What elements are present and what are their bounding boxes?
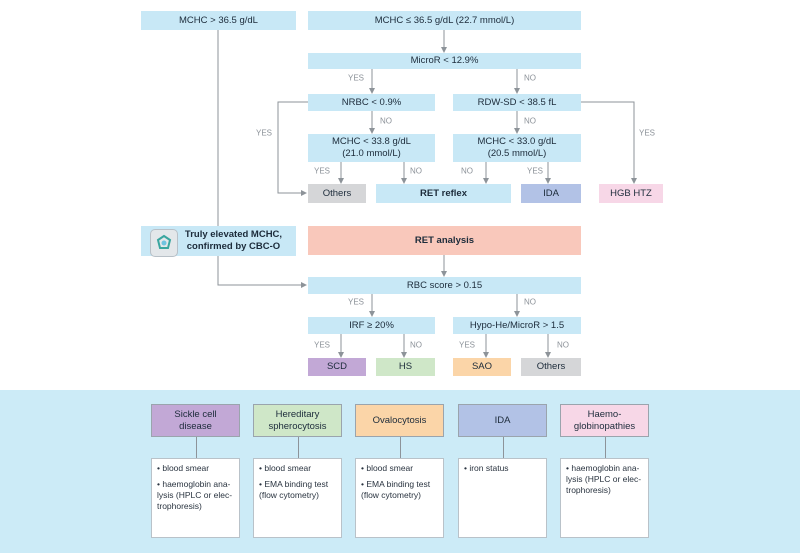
category-connector bbox=[502, 437, 504, 458]
category-header: Haemo- globinopathies bbox=[560, 404, 649, 437]
node-hgb-htz-label: HGB HTZ bbox=[610, 187, 652, 199]
node-ret-analysis-label: RET analysis bbox=[414, 234, 475, 246]
node-ida: IDA bbox=[521, 184, 581, 203]
node-rbc-score: RBC score > 0.15 bbox=[308, 277, 581, 294]
category-header: Ovalocytosis bbox=[355, 404, 444, 437]
label-no-irf: NO bbox=[410, 340, 422, 350]
category-tests: • haemoglobin ana- lysis (HPLC or elec- … bbox=[560, 458, 649, 538]
label-no-rdwsd: NO bbox=[524, 116, 536, 126]
node-scd-label: SCD bbox=[326, 361, 348, 372]
node-mchc-338: MCHC < 33.8 g/dL (21.0 mmol/L) bbox=[308, 134, 435, 162]
cbco-icon bbox=[150, 229, 178, 257]
node-micror-label: MicroR < 12.9% bbox=[410, 55, 479, 66]
node-mchc-high-label: MCHC > 36.5 g/dL bbox=[179, 14, 258, 26]
label-yes-hypo: YES bbox=[458, 340, 476, 350]
label-no-hypo: NO bbox=[557, 340, 569, 350]
node-nrbc-label: NRBC < 0.9% bbox=[341, 96, 402, 108]
node-others-1: Others bbox=[308, 184, 366, 203]
node-mchc-330-label: MCHC < 33.0 g/dL (20.5 mmol/L) bbox=[477, 136, 557, 159]
category-header: Sickle cell disease bbox=[151, 404, 240, 437]
node-hgb-htz: HGB HTZ bbox=[599, 184, 663, 203]
category-connector bbox=[399, 437, 401, 458]
node-mchc-high: MCHC > 36.5 g/dL bbox=[141, 11, 296, 30]
node-ida-label: IDA bbox=[543, 187, 559, 199]
label-yes-mchc338: YES bbox=[313, 166, 331, 176]
category-connector bbox=[604, 437, 606, 458]
label-yes-nrbc: YES bbox=[255, 128, 273, 138]
node-scd: SCD bbox=[308, 358, 366, 376]
category-tests: • blood smear • haemoglobin ana- lysis (H… bbox=[151, 458, 240, 538]
category-connector bbox=[297, 437, 299, 458]
node-hs-label: HS bbox=[398, 361, 413, 372]
node-irf: IRF ≥ 20% bbox=[308, 317, 435, 334]
node-ret-reflex-label: RET reflex bbox=[420, 187, 467, 199]
node-mchc-338-label: MCHC < 33.8 g/dL (21.0 mmol/L) bbox=[332, 136, 411, 159]
node-ret-reflex: RET reflex bbox=[376, 184, 511, 203]
node-hypo-he: Hypo-He/MicroR > 1.5 bbox=[453, 317, 581, 334]
category-connector bbox=[195, 437, 197, 458]
label-no-micror: NO bbox=[524, 73, 536, 83]
category-test-item: • iron status bbox=[464, 463, 509, 473]
category-tests: • blood smear • EMA binding test (flow cy… bbox=[253, 458, 342, 538]
node-truly-elevated-label: Truly elevated MCHC, confirmed by CBC-O bbox=[184, 229, 283, 252]
node-ret-analysis: RET analysis bbox=[308, 226, 581, 255]
node-sao: SAO bbox=[453, 358, 511, 376]
node-others-2: Others bbox=[521, 358, 581, 376]
label-yes-micror: YES bbox=[347, 73, 365, 83]
category-test-item: • blood smear bbox=[157, 463, 210, 473]
node-micror: MicroR < 12.9% bbox=[308, 53, 581, 69]
label-no-mchc338: NO bbox=[410, 166, 422, 176]
category-test-item: • EMA binding test (flow cytometry) bbox=[259, 479, 329, 500]
node-irf-label: IRF ≥ 20% bbox=[349, 319, 394, 331]
node-hs: HS bbox=[376, 358, 435, 376]
category-test-item: • blood smear bbox=[361, 463, 414, 473]
label-yes-rdwsd: YES bbox=[638, 128, 656, 138]
node-nrbc: NRBC < 0.9% bbox=[308, 94, 435, 111]
node-others-1-label: Others bbox=[322, 187, 352, 199]
node-mchc-low-label: MCHC ≤ 36.5 g/dL (22.7 mmol/L) bbox=[374, 14, 515, 26]
node-rdwsd: RDW-SD < 38.5 fL bbox=[453, 94, 581, 111]
node-mchc-330: MCHC < 33.0 g/dL (20.5 mmol/L) bbox=[453, 134, 581, 162]
category-test-item: • haemoglobin ana- lysis (HPLC or elec- … bbox=[566, 463, 642, 495]
category-tests: • blood smear • EMA binding test (flow cy… bbox=[355, 458, 444, 538]
category-test-item: • haemoglobin ana- lysis (HPLC or elec- … bbox=[157, 479, 233, 511]
node-rbc-score-label: RBC score > 0.15 bbox=[406, 279, 483, 291]
node-rdwsd-label: RDW-SD < 38.5 fL bbox=[477, 96, 557, 108]
category-test-item: • blood smear bbox=[259, 463, 312, 473]
category-header: IDA bbox=[458, 404, 547, 437]
category-tests: • iron status bbox=[458, 458, 547, 538]
label-yes-mchc330: YES bbox=[526, 166, 544, 176]
category-test-item: • EMA binding test (flow cytometry) bbox=[361, 479, 431, 500]
label-yes-irf: YES bbox=[313, 340, 331, 350]
node-sao-label: SAO bbox=[471, 361, 493, 372]
label-yes-rbc: YES bbox=[347, 297, 365, 307]
node-others-2-label: Others bbox=[536, 361, 566, 372]
node-mchc-low: MCHC ≤ 36.5 g/dL (22.7 mmol/L) bbox=[308, 11, 581, 30]
label-no-rbc: NO bbox=[524, 297, 536, 307]
label-no-nrbc: NO bbox=[380, 116, 392, 126]
node-hypo-he-label: Hypo-He/MicroR > 1.5 bbox=[469, 319, 565, 331]
label-no-mchc330: NO bbox=[461, 166, 473, 176]
category-header: Hereditary spherocytosis bbox=[253, 404, 342, 437]
